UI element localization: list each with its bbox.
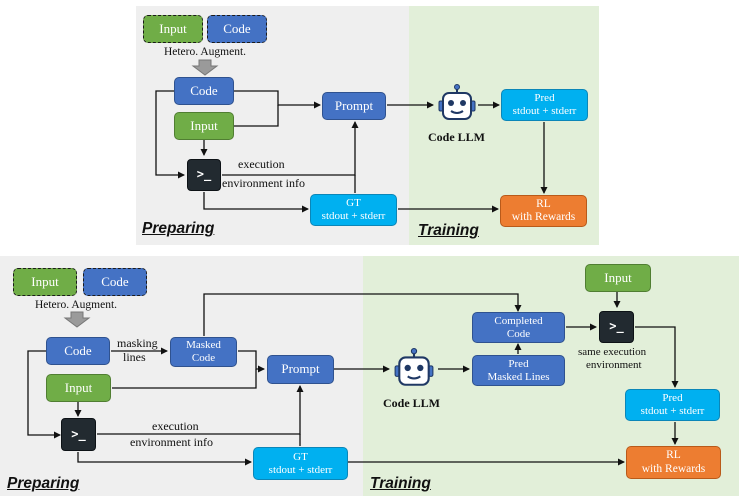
top-code-box: Code bbox=[174, 77, 234, 105]
bottom-preparing-label: Preparing bbox=[7, 475, 80, 492]
bottom-gt-line2: stdout + stderr bbox=[268, 463, 333, 476]
top-code-box-label: Code bbox=[190, 82, 218, 98]
bottom-same-env-line1: same execution bbox=[578, 346, 647, 358]
bottom-pred-box: Pred stdout + stderr bbox=[625, 389, 720, 421]
bottom-rl-box: RL with Rewards bbox=[626, 446, 721, 479]
top-augment-arrow bbox=[191, 59, 219, 76]
bottom-pred-masked-box: Pred Masked Lines bbox=[472, 355, 565, 386]
bottom-rl-line2: with Rewards bbox=[641, 462, 706, 475]
top-code-dashed-box: Code bbox=[207, 15, 267, 43]
bottom-completed-line2: Code bbox=[506, 327, 531, 340]
bottom-robot-icon bbox=[393, 348, 435, 390]
bottom-code-dashed-box: Code bbox=[83, 268, 147, 296]
top-robot-icon bbox=[437, 84, 477, 124]
top-input-box-label: Input bbox=[190, 117, 218, 133]
bottom-input-right-label: Input bbox=[604, 269, 632, 285]
top-preparing-label: Preparing bbox=[142, 220, 215, 237]
bottom-completed-line1: Completed bbox=[494, 314, 543, 327]
top-code-label: Code bbox=[223, 20, 251, 36]
bottom-gt-box: GT stdout + stderr bbox=[253, 447, 348, 480]
bottom-pred-line2: stdout + stderr bbox=[640, 405, 705, 417]
top-pred-box: Pred stdout + stderr bbox=[501, 89, 588, 121]
bottom-terminal-icon: >_ bbox=[61, 418, 96, 451]
bottom-hetero-augment-text: Hetero. Augment. bbox=[34, 299, 118, 311]
bottom-pred-masked-line2: Masked Lines bbox=[487, 370, 550, 383]
bottom-code-box: Code bbox=[46, 337, 110, 365]
bottom-masked-code-box: Masked Code bbox=[170, 337, 237, 367]
bottom-masked-line2: Code bbox=[191, 352, 216, 364]
top-input-box: Input bbox=[174, 112, 234, 140]
top-rl-line2: with Rewards bbox=[511, 211, 576, 223]
bottom-masking-line1: masking bbox=[117, 336, 158, 350]
bottom-gt-line1: GT bbox=[293, 450, 308, 463]
bottom-exec-info-line2: environment info bbox=[130, 435, 213, 449]
top-gt-line1: GT bbox=[346, 197, 361, 210]
bottom-code-box-label: Code bbox=[64, 342, 92, 358]
top-input-label: Input bbox=[159, 20, 187, 36]
top-rl-box: RL with Rewards bbox=[500, 195, 587, 227]
top-pred-line2: stdout + stderr bbox=[512, 105, 577, 117]
top-training-label: Training bbox=[418, 222, 479, 239]
bottom-right-terminal-icon: >_ bbox=[599, 311, 634, 343]
bottom-code-llm-label: Code LLM bbox=[383, 396, 440, 410]
bottom-rl-line1: RL bbox=[666, 449, 681, 462]
top-terminal-icon: >_ bbox=[187, 159, 221, 191]
top-exec-info-line2: environment info bbox=[222, 176, 305, 190]
top-hetero-augment-text: Hetero. Augment. bbox=[163, 46, 247, 58]
bottom-input-dashed-box: Input bbox=[13, 268, 77, 296]
bottom-same-env-line2: environment bbox=[586, 359, 642, 371]
top-prompt-label: Prompt bbox=[334, 97, 374, 113]
top-exec-info-line1: execution bbox=[238, 157, 285, 171]
bottom-input-right-box: Input bbox=[585, 264, 651, 292]
bottom-training-label: Training bbox=[370, 475, 431, 492]
bottom-prompt-label: Prompt bbox=[281, 361, 320, 377]
bottom-exec-info-line1: execution bbox=[152, 419, 199, 433]
bottom-prompt-box: Prompt bbox=[267, 355, 334, 384]
top-rl-line1: RL bbox=[536, 197, 551, 210]
bottom-pred-line1: Pred bbox=[662, 392, 683, 405]
bottom-masking-line2: lines bbox=[123, 350, 146, 364]
bottom-input-box: Input bbox=[46, 374, 111, 402]
top-gt-box: GT stdout + stderr bbox=[310, 194, 397, 226]
top-pred-line1: Pred bbox=[534, 92, 555, 105]
bottom-pred-masked-line1: Pred bbox=[508, 357, 529, 370]
bottom-augment-arrow bbox=[63, 311, 91, 328]
bottom-input-label: Input bbox=[31, 273, 59, 289]
bottom-code-label: Code bbox=[101, 273, 129, 289]
bottom-input-box-label: Input bbox=[64, 379, 93, 395]
top-gt-line2: stdout + stderr bbox=[321, 210, 386, 222]
top-input-dashed-box: Input bbox=[143, 15, 203, 43]
top-prompt-box: Prompt bbox=[322, 92, 386, 120]
top-code-llm-label: Code LLM bbox=[428, 130, 485, 144]
bottom-masked-line1: Masked bbox=[186, 339, 221, 352]
bottom-completed-code-box: Completed Code bbox=[472, 312, 565, 343]
